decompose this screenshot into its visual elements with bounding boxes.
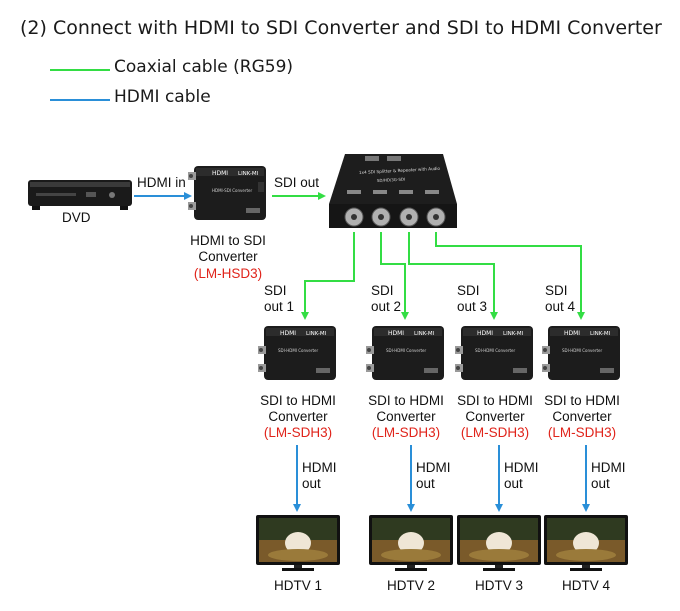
sdi-splitter-image: 1x4 SDI Splitter & Repeater with Audio S… (329, 154, 457, 228)
decoder-1-maker: LINK-MI (306, 331, 327, 337)
decoder-1-name-line1: SDI to HDMI (260, 393, 336, 408)
decoder-1-name: SDI to HDMI Converter (LM-SDH3) (248, 393, 348, 441)
cable-sdi-out-1 (301, 232, 355, 320)
hdtv-2-label: HDTV 2 (387, 578, 436, 593)
hdmi-out-3-label: HDMI out (504, 460, 539, 492)
hdmi-out-2-line2: out (416, 476, 435, 491)
hdtv-3-label: HDTV 3 (475, 578, 524, 593)
encoder-name-line1: HDMI to SDI (190, 233, 266, 248)
sdi-out-3-line2: out 3 (457, 299, 488, 314)
page-title: (2) Connect with HDMI to SDI Converter a… (20, 17, 662, 39)
cable-sdi-out-4 (435, 232, 585, 320)
hdmi-out-3-line2: out (504, 476, 523, 491)
decoder-3-name-line2: Converter (465, 409, 525, 424)
encoder-body-text: HDMI-SDI Converter (212, 188, 253, 193)
encoder-maker-text: LINK-MI (238, 171, 259, 177)
sdi-to-hdmi-converter-3-image: HDMI LINK-MI SDI-HDMI Converter (455, 326, 533, 380)
hdmi-out-1-label: HDMI out (302, 460, 337, 492)
decoder-1-model: (LM-SDH3) (263, 425, 333, 440)
dvd-label: DVD (62, 210, 91, 225)
hdtv-2-image (369, 515, 453, 571)
hdtv-4-label: HDTV 4 (562, 578, 611, 593)
decoder-2-model: (LM-SDH3) (371, 425, 441, 440)
hdmi-out-1-line2: out (302, 476, 321, 491)
decoder-2-name-line2: Converter (376, 409, 436, 424)
decoder-2-brand: HDMI (388, 330, 404, 337)
decoder-3-text: SDI-HDMI Converter (475, 348, 516, 353)
decoder-2-text: SDI-HDMI Converter (386, 348, 427, 353)
hdmi-out-3-line1: HDMI (504, 460, 539, 475)
hdtv-4-image (544, 515, 628, 571)
sdi-out-3-label: SDI out 3 (457, 283, 487, 315)
hdtv-1-label: HDTV 1 (274, 578, 323, 593)
encoder-name: HDMI to SDI Converter (LM-HSD3) (178, 233, 278, 282)
hdmi-out-1-line1: HDMI (302, 460, 337, 475)
decoder-4-name-line2: Converter (552, 409, 612, 424)
hdmi-out-4-line1: HDMI (591, 460, 626, 475)
sdi-out-1-label: SDI out 1 (264, 283, 294, 315)
encoder-brand-text: HDMI (212, 170, 228, 177)
hdmi-out-2-label: HDMI out (416, 460, 451, 492)
decoder-3-name-line1: SDI to HDMI (457, 393, 533, 408)
decoder-3-model: (LM-SDH3) (460, 425, 530, 440)
decoder-3-maker: LINK-MI (503, 331, 524, 337)
sdi-to-hdmi-converter-1-image: HDMI LINK-MI SDI-HDMI Converter (258, 326, 336, 380)
decoder-3-name: SDI to HDMI Converter (LM-SDH3) (445, 393, 545, 441)
decoder-2-maker: LINK-MI (414, 331, 435, 337)
sdi-out-2-label: SDI out 2 (371, 283, 401, 315)
sdi-out-2-line2: out 2 (371, 299, 402, 314)
legend-label-coax: Coaxial cable (RG59) (114, 57, 294, 77)
decoder-4-text: SDI-HDMI Converter (562, 348, 603, 353)
sdi-out-label: SDI out (274, 175, 320, 190)
decoder-1-name-line2: Converter (268, 409, 328, 424)
legend: Coaxial cable (RG59) HDMI cable (50, 55, 310, 115)
decoder-2-name: SDI to HDMI Converter (LM-SDH3) (356, 393, 456, 441)
hdtv-3-image (457, 515, 541, 571)
splitter-body-text: 1x4 SDI Splitter & Repeater with Audio (359, 166, 441, 175)
sdi-out-3-line1: SDI (457, 283, 480, 298)
sdi-out-2-line1: SDI (371, 283, 394, 298)
hdmi-out-4-line2: out (591, 476, 610, 491)
decoder-2-name-line1: SDI to HDMI (368, 393, 444, 408)
sdi-to-hdmi-converter-2-image: HDMI LINK-MI SDI-HDMI Converter (366, 326, 444, 380)
decoder-4-name: SDI to HDMI Converter (LM-SDH3) (532, 393, 632, 441)
hdmi-out-2-line1: HDMI (416, 460, 451, 475)
sdi-out-4-label: SDI out 4 (545, 283, 575, 315)
decoder-4-maker: LINK-MI (590, 331, 611, 337)
sdi-out-4-line1: SDI (545, 283, 568, 298)
decoder-4-brand: HDMI (564, 330, 580, 337)
encoder-model: (LM-HSD3) (193, 266, 263, 281)
dvd-player-image (28, 180, 132, 210)
decoder-3-brand: HDMI (477, 330, 493, 337)
sdi-to-hdmi-converter-4-image: HDMI LINK-MI SDI-HDMI Converter (542, 326, 620, 380)
hdmi-to-sdi-converter-image: HDMI LINK-MI HDMI-SDI Converter (188, 166, 266, 220)
cable-sdi-out-3 (408, 232, 498, 320)
encoder-name-line2: Converter (198, 249, 258, 264)
sdi-out-1-line2: out 1 (264, 299, 295, 314)
hdmi-in-label: HDMI in (137, 175, 186, 190)
hdmi-out-4-label: HDMI out (591, 460, 626, 492)
sdi-out-4-line2: out 4 (545, 299, 576, 314)
legend-line-coax (50, 69, 110, 71)
decoder-4-model: (LM-SDH3) (547, 425, 617, 440)
decoder-1-text: SDI-HDMI Converter (278, 348, 319, 353)
decoder-4-name-line1: SDI to HDMI (544, 393, 620, 408)
decoder-1-brand: HDMI (280, 330, 296, 337)
splitter-model-text: SD/HD/3G-SDI (377, 177, 406, 183)
hdtv-1-image (256, 515, 340, 571)
sdi-out-1-line1: SDI (264, 283, 287, 298)
cable-sdi-out-2 (380, 232, 409, 320)
legend-line-hdmi (50, 99, 110, 101)
legend-label-hdmi: HDMI cable (114, 87, 211, 107)
